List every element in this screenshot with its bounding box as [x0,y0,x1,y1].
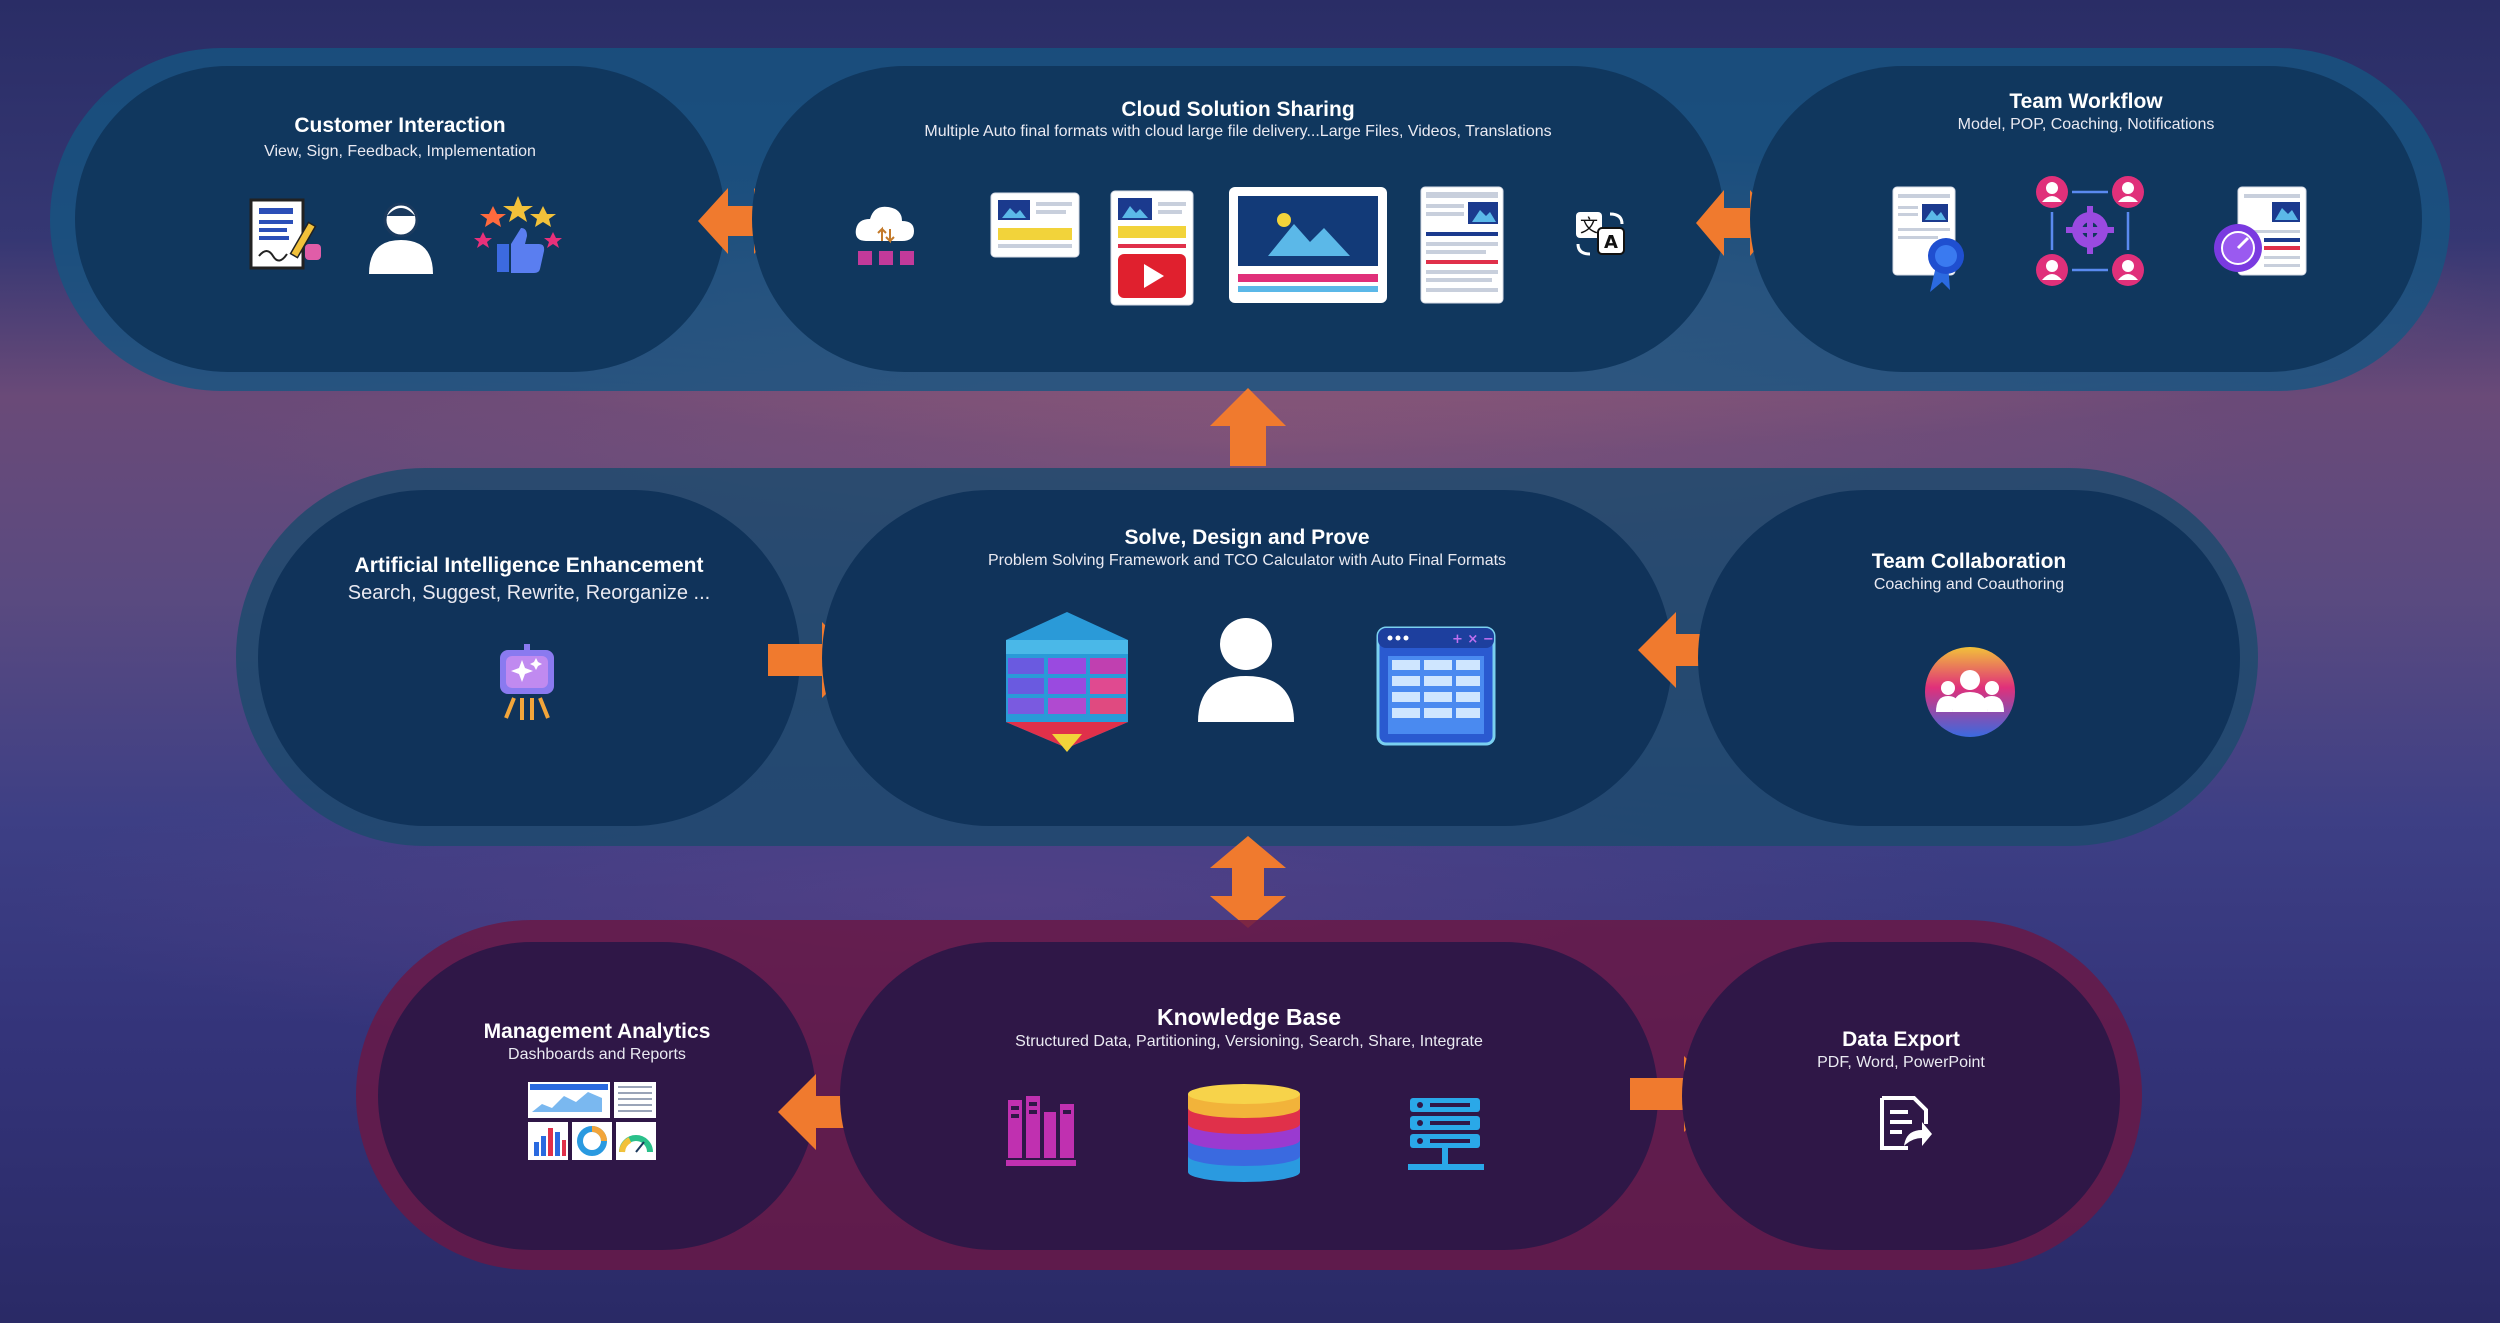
solve-design-prove-subtitle: Problem Solving Framework and TCO Calcul… [987,552,1507,569]
cloud-solution-sharing-subtitle: Multiple Auto final formats with cloud l… [924,123,1552,140]
customer-interaction-subtitle: View, Sign, Feedback, Implementation [264,143,536,160]
translate-icon: 文 A [1576,212,1625,256]
solve-design-prove-title: Solve, Design and Prove [1124,526,1370,549]
management-analytics-card[interactable]: Management Analytics Dashboards and Repo… [378,942,816,1250]
cloud-upload-icon [855,206,914,265]
team-group-icon [1925,647,2015,737]
knowledge-base-subtitle: Structured Data, Partitioning, Versionin… [1015,1033,1483,1050]
workflow-cycle-icon [2036,176,2144,286]
document-page-icon [1420,186,1504,304]
customer-interaction-title: Customer Interaction [294,114,506,137]
framework-grid-icon [1006,612,1128,752]
double-arrow-vertical [1210,836,1286,928]
user-icon [369,202,433,274]
document-gauge-icon [2214,186,2307,276]
up-arrow [1210,388,1286,466]
team-collaboration-card[interactable]: Team Collaboration Coaching and Coauthor… [1698,490,2240,826]
library-icon [1006,1096,1076,1166]
left-arrow-analytics [778,1074,870,1150]
analytics-dashboard-icon [528,1082,656,1160]
team-collaboration-subtitle: Coaching and Coauthoring [1873,576,2065,593]
data-export-subtitle: PDF, Word, PowerPoint [1817,1054,1985,1071]
team-workflow-title: Team Workflow [2009,90,2163,113]
team-workflow-subtitle: Model, POP, Coaching, Notifications [1957,116,2215,133]
cloud-solution-sharing-title: Cloud Solution Sharing [1121,98,1355,121]
management-analytics-title: Management Analytics [483,1020,711,1043]
certified-document-icon [1892,186,1964,292]
left-arrow-collab [1638,612,1730,688]
customer-interaction-card[interactable]: Customer Interaction View, Sign, Feedbac… [75,66,725,372]
person-icon [1198,618,1294,722]
team-workflow-card[interactable]: Team Workflow Model, POP, Coaching, Noti… [1750,66,2422,372]
svg-text:+ × −: + × − [1452,632,1494,647]
rating-thumbs-up-icon [474,196,562,273]
ai-spark-icon [500,644,554,720]
svg-text:A: A [1604,232,1618,253]
image-card-icon [990,192,1080,258]
signed-document-icon [249,198,321,270]
data-export-title: Data Export [1842,1028,1960,1051]
svg-text:文: 文 [1580,216,1598,237]
knowledge-base-title: Knowledge Base [1156,1004,1342,1030]
ai-enhancement-card[interactable]: Artificial Intelligence Enhancement Sear… [258,490,800,826]
data-export-card[interactable]: Data Export PDF, Word, PowerPoint [1682,942,2120,1250]
solve-design-prove-card[interactable]: Solve, Design and Prove Problem Solving … [822,490,1672,826]
management-analytics-subtitle: Dashboards and Reports [508,1046,686,1063]
ai-enhancement-subtitle: Search, Suggest, Rewrite, Reorganize ... [347,582,711,604]
team-collaboration-title: Team Collaboration [1871,550,2067,573]
calculator-table-icon: + × − [1376,626,1496,746]
ai-enhancement-title: Artificial Intelligence Enhancement [354,554,704,577]
video-page-icon [1110,190,1194,306]
export-document-icon [1880,1096,1932,1150]
database-icon [1188,1084,1300,1182]
knowledge-base-card[interactable]: Knowledge Base Structured Data, Partitio… [840,942,1658,1250]
image-frame-icon [1229,187,1387,303]
server-list-icon [1408,1098,1484,1170]
cloud-solution-sharing-card[interactable]: Cloud Solution Sharing Multiple Auto fin… [752,66,1724,372]
